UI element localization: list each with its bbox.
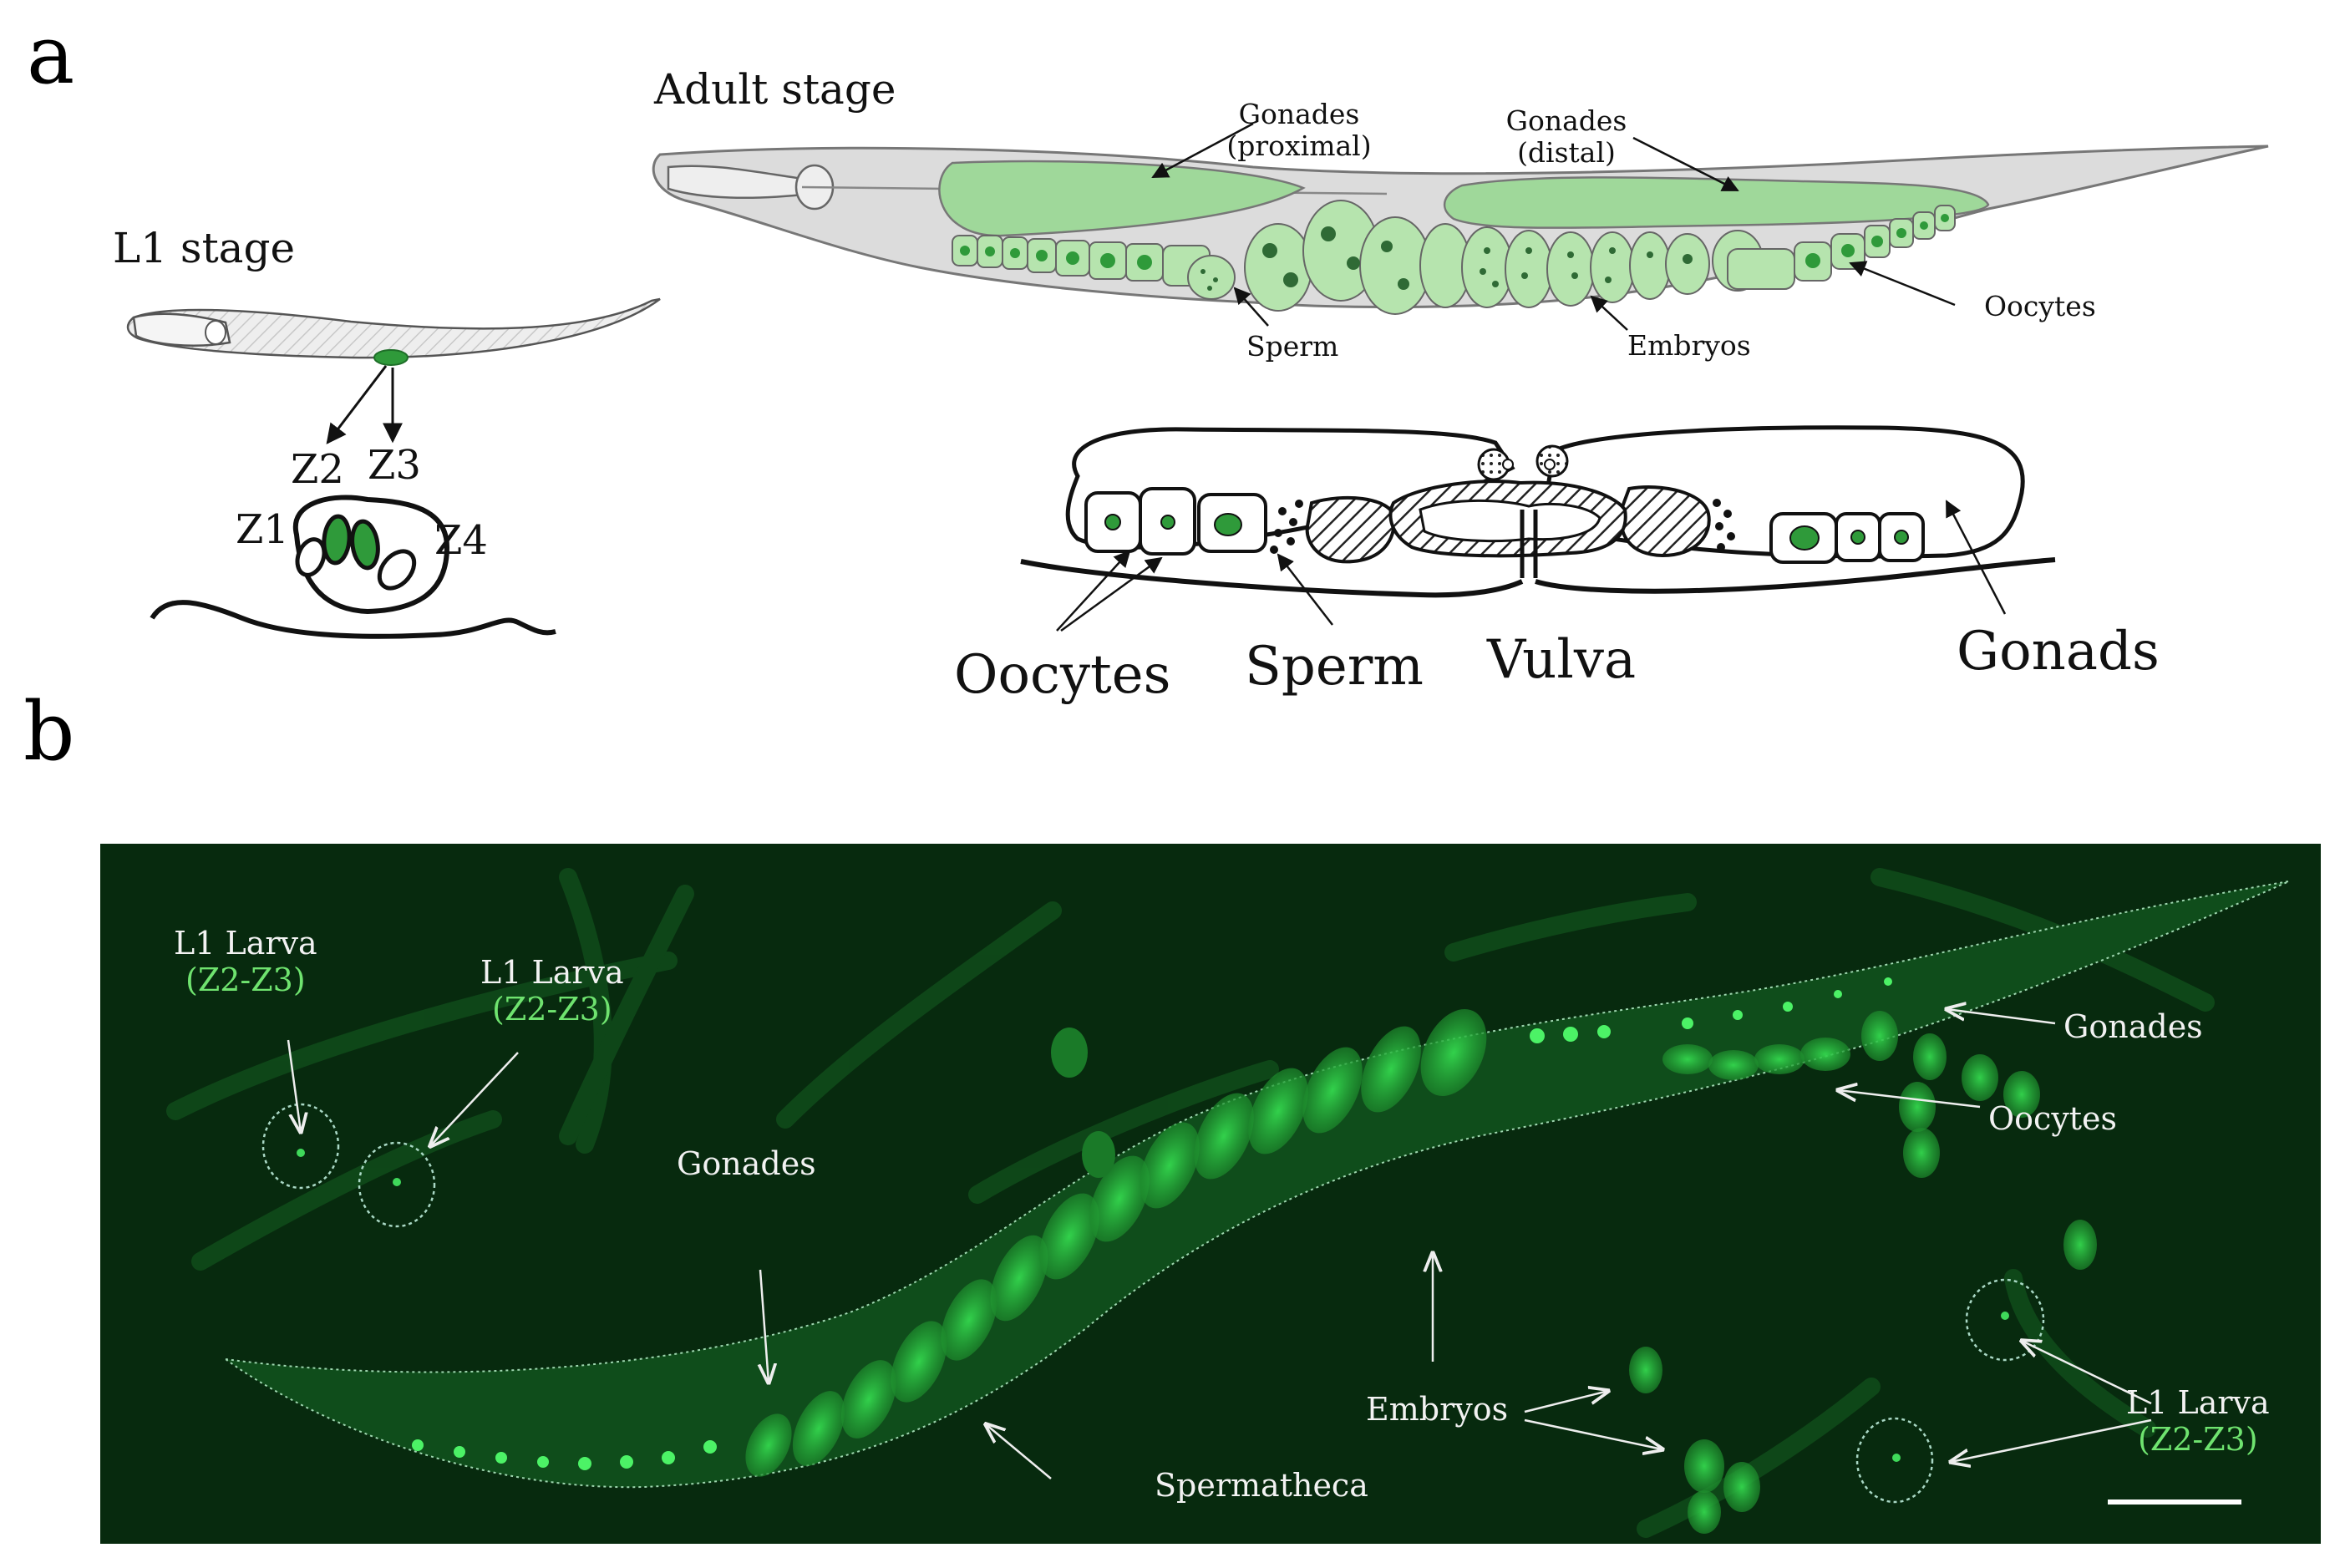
arrow-l1-larva-2 <box>430 1052 519 1146</box>
label-z1: Z1 <box>236 506 289 553</box>
adult-stage-title: Adult stage <box>654 65 896 114</box>
label-l1-larva-1: L1 Larva (Z2-Z3) <box>174 925 317 998</box>
label-gonades-proximal: Gonades (proximal) <box>1226 98 1372 162</box>
arrow-oocytes-adult <box>1849 261 1956 307</box>
fluorescence-drawing <box>166 868 2290 1538</box>
label-gonades-right: Gonades <box>2063 1008 2203 1045</box>
label-z3: Z3 <box>368 442 421 489</box>
label-gonades-left: Gonades <box>677 1145 816 1182</box>
arrow-sperm-adult <box>1233 287 1269 327</box>
label-oocytes-detail: Oocytes <box>954 644 1171 706</box>
label-embryos-fluo: Embryos <box>1366 1391 1509 1428</box>
arrow-l1-larva-3b <box>1951 1418 2152 1462</box>
label-oocytes-fluo: Oocytes <box>1988 1100 2118 1137</box>
larva-circles <box>261 1103 2045 1504</box>
arrow-gonades-right <box>1947 1009 2056 1025</box>
panel-b-letter: b <box>23 685 75 779</box>
adult-worm <box>652 145 2269 315</box>
label-gonads-detail: Gonads <box>1957 621 2160 683</box>
fluo-embryos <box>745 1009 1487 1477</box>
label-spermatheca: Spermatheca <box>1155 1467 1368 1504</box>
arrow-l1-larva-1 <box>287 1039 301 1132</box>
arrow-oocytes-detail-1 <box>1056 550 1131 632</box>
label-z2: Z2 <box>291 446 344 493</box>
label-vulva-detail: Vulva <box>1487 629 1637 691</box>
l1-stage-title: L1 stage <box>113 224 296 272</box>
fluo-free-embryos <box>1629 1011 2097 1534</box>
arrow-oocytes-detail-2 <box>1060 556 1163 632</box>
fluo-nuclei <box>412 977 1892 1470</box>
label-sperm-adult: Sperm <box>1246 330 1339 363</box>
gonad-detail <box>1020 425 2056 598</box>
arrow-embryos-adult <box>1590 295 1628 331</box>
label-oocytes-adult: Oocytes <box>1984 290 2096 322</box>
label-l1-larva-3: L1 Larva (Z2-Z3) <box>2126 1384 2270 1458</box>
label-gonades-distal: Gonades (distal) <box>1505 104 1627 169</box>
label-sperm-detail: Sperm <box>1245 636 1424 698</box>
arrow-gonades-distal <box>1632 136 1739 192</box>
label-l1-larva-2: L1 Larva (Z2-Z3) <box>480 954 624 1028</box>
adult-worm-outline <box>225 880 2290 1489</box>
arrow-spermatheca <box>986 1424 1052 1479</box>
arrow-gonades-proximal <box>1151 122 1254 179</box>
arrow-z2 <box>326 365 388 444</box>
arrow-sperm-detail <box>1277 553 1333 626</box>
arrow-gonades-left <box>760 1269 769 1383</box>
arrow-embryos-right-1 <box>1524 1391 1608 1413</box>
arrow-oocytes-fluo <box>1838 1090 1981 1109</box>
panel-a-letter: a <box>27 8 75 102</box>
arrow-l1-larva-3a <box>2022 1341 2152 1405</box>
label-embryos-adult: Embryos <box>1627 329 1751 362</box>
label-z4: Z4 <box>434 517 488 564</box>
l1-cross-section <box>150 495 556 639</box>
fluorescence-image: L1 Larva (Z2-Z3) L1 Larva (Z2-Z3) Gonade… <box>100 844 2321 1544</box>
gonad-proximal <box>938 160 1306 237</box>
l1-worm <box>126 297 661 366</box>
gonad-distal <box>1444 176 1990 230</box>
arrow-gonads-detail <box>1945 500 2007 615</box>
l1-gonad-primordium <box>373 349 409 366</box>
arrow-embryos-right-2 <box>1524 1418 1662 1449</box>
